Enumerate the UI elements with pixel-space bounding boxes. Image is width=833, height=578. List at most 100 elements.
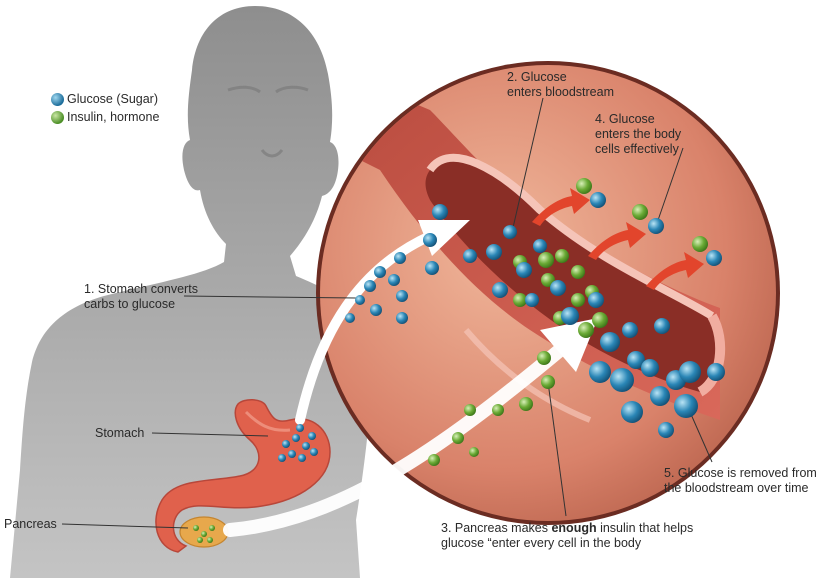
glucose-molecule [525,293,539,307]
insulin-molecule [571,293,585,307]
glucose-molecule [627,351,645,369]
insulin-molecule [469,447,479,457]
insulin-molecule [193,525,199,531]
glucose-molecule [588,292,604,308]
red-arrows [532,188,704,290]
glucose-molecule [550,280,566,296]
stomach-organ [155,399,331,553]
glucose-molecule [278,454,286,462]
glucose-molecule [610,368,634,392]
glucose-molecule [288,450,296,458]
glucose-molecule [302,442,310,450]
legend-glucose: Glucose (Sugar) [51,92,158,106]
glucose-molecule [423,233,437,247]
insulin-molecule [464,404,476,416]
glucose-molecule [622,322,638,338]
step1-line2: carbs to glucose [84,297,176,311]
insulin-molecule [592,312,608,328]
label-step4: 4. Glucose enters the body cells effecti… [595,112,681,157]
label-stomach: Stomach [95,426,145,440]
step4-line3: cells effectively [595,142,679,156]
insulin-molecule [571,265,585,279]
step3-line1-a: 3. Pancreas makes [441,521,552,535]
insulin-molecule [537,351,551,365]
insulin-legend-icon [51,110,64,124]
legend-glucose-label: Glucose (Sugar) [67,92,159,106]
insulin-molecule [555,249,569,263]
glucose-molecule [707,363,725,381]
glucose-molecule [648,218,664,234]
glucose-molecule [533,239,547,253]
glucose-molecule [621,401,643,423]
step4-line1: 4. Glucose [595,112,655,126]
glucose-molecule [706,250,722,266]
insulin-molecule [513,293,527,307]
glucose-molecule [561,307,579,325]
glucose-molecule [674,394,698,418]
insulin-molecule [197,537,203,543]
step4-line2: enters the body [595,127,682,141]
legend-insulin: Insulin, hormone [51,110,159,124]
glucose-molecule [650,386,670,406]
step1-line1: 1. Stomach converts [84,282,198,296]
glucose-molecule [345,313,355,323]
insulin-molecule [209,525,215,531]
label-pancreas: Pancreas [4,517,57,531]
step2-line1: 2. Glucose [507,70,567,84]
glucose-molecule [503,225,517,239]
glucose-molecule [370,304,382,316]
insulin-molecule [578,322,594,338]
glucose-molecule [654,318,670,334]
legend-insulin-label: Insulin, hormone [67,110,160,124]
glucose-molecule [679,361,701,383]
step3-line1: 3. Pancreas makes enough insulin that he… [441,521,693,536]
step5-line1: 5. Glucose is removed from [664,466,817,480]
insulin-molecule [538,252,554,268]
label-step3: 3. Pancreas makes enough insulin that he… [441,521,693,551]
insulin-molecule [492,404,504,416]
step3-line1-b: insulin that helps [596,521,694,535]
insulin-molecule [207,537,213,543]
step5-line2: the bloodstream over time [664,481,809,495]
insulin-molecule [201,531,207,537]
insulin-molecule [428,454,440,466]
glucose-molecule [658,422,674,438]
glucose-legend-icon [51,92,64,106]
glucose-molecule [308,432,316,440]
glucose-molecule [463,249,477,263]
glucose-molecule [516,262,532,278]
step3-line1-bold: enough [551,521,597,535]
glucose-molecule [364,280,376,292]
glucose-molecule [282,440,290,448]
insulin-molecule [576,178,592,194]
label-step5: 5. Glucose is removed from the bloodstre… [664,466,817,496]
glucose-molecule [486,244,502,260]
arrow-stomach-to-blood [295,220,470,425]
step3-line2: glucose “enter every cell in the body [441,536,642,550]
insulin-molecule [519,397,533,411]
insulin-molecule [692,236,708,252]
glucose-molecule [394,252,406,264]
step2-line2: enters bloodstream [507,85,615,99]
glucose-molecule [396,290,408,302]
glucose-molecule [641,359,659,377]
insulin-molecule [452,432,464,444]
glucose-molecule [310,448,318,456]
glucose-molecule [589,361,611,383]
glucose-molecule [374,266,386,278]
glucose-molecule [425,261,439,275]
glucose-molecule [396,312,408,324]
label-step2: 2. Glucose enters bloodstream [507,70,614,100]
glucose-molecule [388,274,400,286]
label-step1: 1. Stomach converts carbs to glucose [84,282,198,312]
glucose-molecule [590,192,606,208]
glucose-molecule [600,332,620,352]
glucose-molecule [492,282,508,298]
glucose-molecule [298,454,306,462]
insulin-molecule [632,204,648,220]
molecules [193,178,725,543]
glucose-molecule [292,434,300,442]
glucose-molecule [296,424,304,432]
